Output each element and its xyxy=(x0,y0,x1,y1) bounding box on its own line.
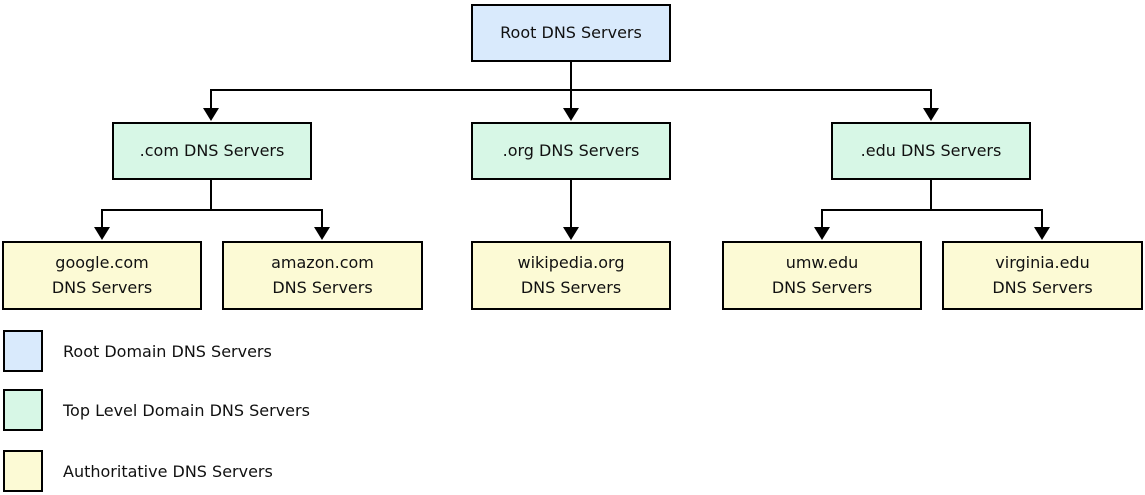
legend-item-root-domain: Root Domain DNS Servers xyxy=(3,330,272,372)
arrowhead-umw xyxy=(814,227,830,240)
node-amazon-authoritative: amazon.com DNS Servers xyxy=(222,241,423,310)
node-label-line1: wikipedia.org xyxy=(517,252,625,272)
node-root-dns: Root DNS Servers xyxy=(471,4,671,62)
arrowhead-wikipedia xyxy=(563,227,579,240)
node-label: Root DNS Servers xyxy=(500,22,642,42)
node-label-line2: DNS Servers xyxy=(272,277,373,297)
arrowhead-google xyxy=(94,227,110,240)
node-label-line2: DNS Servers xyxy=(771,277,873,297)
node-label-line1: virginia.edu xyxy=(995,252,1090,272)
node-label-line2: DNS Servers xyxy=(51,277,153,297)
node-label-line2: DNS Servers xyxy=(992,277,1093,297)
arrowhead-com xyxy=(203,108,219,121)
node-edu-tld: .edu DNS Servers xyxy=(831,122,1031,180)
legend-label: Root Domain DNS Servers xyxy=(63,341,272,361)
node-label-line1: umw.edu xyxy=(785,252,859,272)
node-label-line2: DNS Servers xyxy=(520,277,622,297)
node-com-tld: .com DNS Servers xyxy=(112,122,312,180)
node-label: .edu DNS Servers xyxy=(860,140,1002,160)
node-umw-authoritative: umw.edu DNS Servers xyxy=(722,241,922,310)
legend-item-top-level-domain: Top Level Domain DNS Servers xyxy=(3,389,310,431)
legend-swatch-auth xyxy=(3,450,43,492)
node-label-line1: amazon.com xyxy=(271,252,374,272)
node-virginia-authoritative: virginia.edu DNS Servers xyxy=(942,241,1143,310)
node-label: .com DNS Servers xyxy=(139,140,285,160)
node-label-line1: google.com xyxy=(55,252,149,272)
node-label: .org DNS Servers xyxy=(502,140,640,160)
legend-label: Top Level Domain DNS Servers xyxy=(63,400,310,420)
arrowhead-virginia xyxy=(1034,227,1050,240)
node-org-tld: .org DNS Servers xyxy=(471,122,671,180)
node-google-authoritative: google.com DNS Servers xyxy=(2,241,202,310)
legend-item-authoritative: Authoritative DNS Servers xyxy=(3,450,273,492)
arrowhead-org xyxy=(563,108,579,121)
node-wikipedia-authoritative: wikipedia.org DNS Servers xyxy=(471,241,671,310)
arrowhead-edu xyxy=(923,108,939,121)
arrowhead-amazon xyxy=(314,227,330,240)
legend-label: Authoritative DNS Servers xyxy=(63,461,273,481)
legend-swatch-root xyxy=(3,330,43,372)
legend-swatch-tld xyxy=(3,389,43,431)
